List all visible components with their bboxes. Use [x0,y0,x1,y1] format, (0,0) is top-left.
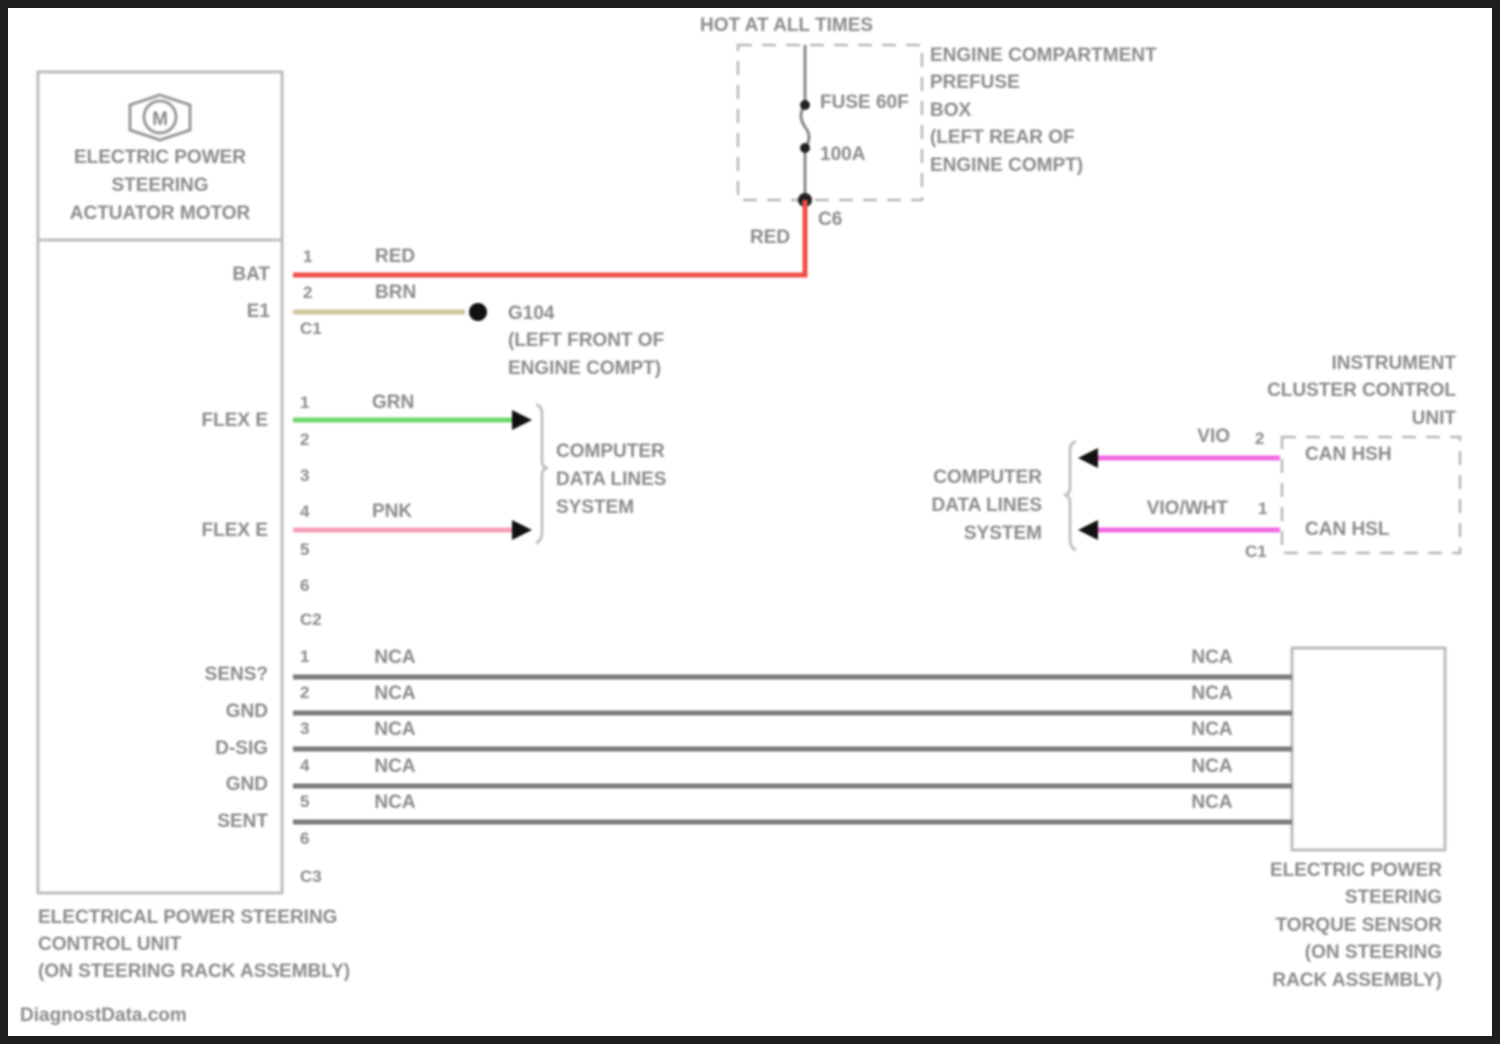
connector-c1-cluster: C1 [1245,542,1267,561]
fuse-box-label: BOX [930,100,972,121]
data-lines-label: COMPUTER [556,441,665,462]
wire-color-nca: NCA [1191,683,1232,704]
ground-label: (LEFT FRONT OF [508,330,664,351]
pin-number: 5 [300,540,309,559]
prefuse-box-outline [738,45,922,200]
fuse-terminal [800,100,810,110]
fuse-symbol [801,105,809,148]
cluster-label: CLUSTER CONTROL [1267,380,1456,401]
torque-sensor-label: (ON STEERING [1305,942,1442,963]
control-unit-box [38,240,282,893]
connector-c3: C3 [300,867,322,886]
cluster-label: INSTRUMENT [1331,353,1456,374]
brace [536,405,548,543]
pin-label-can-h: CAN HSH [1305,444,1392,465]
fuse-box-label: PREFUSE [930,72,1020,93]
wire-color-nca: NCA [1191,719,1232,740]
arrow-left-icon [1078,520,1098,540]
wire-color-nca: NCA [374,683,415,704]
arrow-right-icon [512,520,532,540]
arrow-right-icon [512,410,532,430]
motor-icon-letter: M [152,109,168,130]
data-lines-label: SYSTEM [556,497,634,518]
motor-icon: M [130,95,190,140]
fuse-box-label: ENGINE COMPT) [930,155,1083,176]
pin-number: 4 [300,756,310,775]
pin-number: 3 [300,719,309,738]
wire-color-brn: BRN [375,282,416,303]
torque-sensor-label: TORQUE SENSOR [1276,915,1443,936]
connector-c6: C6 [818,209,842,230]
pin-number: 6 [300,829,309,848]
data-lines-label: DATA LINES [932,495,1042,516]
pin-label-can-l: CAN HSL [1305,519,1390,540]
wire-color-nca: NCA [374,719,415,740]
control-unit-label: CONTROL UNIT [38,934,182,955]
control-unit-label: ELECTRICAL POWER STEERING [38,907,337,928]
fuse-name: FUSE 60F [820,92,909,113]
fuse-rating: 100A [820,144,866,165]
torque-sensor-label: ELECTRIC POWER [1270,860,1442,881]
pin-label-e1: E1 [247,301,271,322]
wire-color-nca: NCA [1191,647,1232,668]
data-lines-label: SYSTEM [964,523,1042,544]
pin-number: 2 [303,283,312,302]
torque-sensor-box [1292,648,1445,850]
pin-label: GND [226,701,268,722]
pin-number: 1 [300,647,309,666]
torque-sensor-label: STEERING [1345,887,1442,908]
pin-number: 3 [300,466,309,485]
connector-c2: C2 [300,610,322,629]
wire-color-nca: NCA [374,792,415,813]
pin-label-bat: BAT [232,264,270,285]
wire-color-red: RED [750,227,790,248]
pin-label: D-SIG [215,738,268,759]
pin-label-flex: FLEX E [201,520,268,541]
pin-number: 1 [1258,499,1267,518]
pin-number: 1 [300,393,309,412]
pin-number: 1 [303,247,312,266]
pin-label: SENT [217,811,268,832]
ground-icon [469,303,487,321]
pin-label-flex: FLEX E [201,410,268,431]
wire-color-viowht: VIO/WHT [1147,498,1229,519]
wire-color-vio: VIO [1197,426,1230,447]
pin-number: 2 [300,683,309,702]
torque-sensor-label: RACK ASSEMBLY) [1272,970,1442,991]
cluster-label: UNIT [1412,408,1457,429]
wire-color-nca: NCA [1191,792,1232,813]
connector-c1: C1 [300,319,322,338]
wire-color-nca: NCA [374,647,415,668]
wire-red-bat [293,200,805,275]
arrow-left-icon [1078,448,1098,468]
wire-color-pnk: PNK [372,501,412,522]
fuse-box-label: (LEFT REAR OF [930,127,1075,148]
ground-label: G104 [508,303,555,324]
motor-label: STEERING [111,175,208,196]
fuse-terminal [800,143,810,153]
pin-number: 5 [300,792,309,811]
wire-color-nca: NCA [374,756,415,777]
pin-label: SENS? [205,664,268,685]
ground-label: ENGINE COMPT) [508,358,661,379]
pin-label: GND [226,774,268,795]
wire-color-nca: NCA [1191,756,1232,777]
watermark-footer: DiagnostData.com [20,1005,187,1026]
pin-number: 2 [300,430,309,449]
pin-number: 2 [1255,429,1264,448]
hot-at-all-times-label: HOT AT ALL TIMES [700,15,873,36]
motor-label: ACTUATOR MOTOR [70,203,251,224]
control-unit-label: (ON STEERING RACK ASSEMBLY) [38,961,350,982]
wire-color-red: RED [375,246,415,267]
pin-number: 4 [300,502,310,521]
data-lines-label: COMPUTER [933,467,1042,488]
brace [1064,442,1076,550]
pin-number: 6 [300,576,309,595]
wire-color-grn: GRN [372,392,414,413]
motor-label: ELECTRIC POWER [74,147,246,168]
data-lines-label: DATA LINES [556,469,666,490]
fuse-box-label: ENGINE COMPARTMENT [930,45,1157,66]
